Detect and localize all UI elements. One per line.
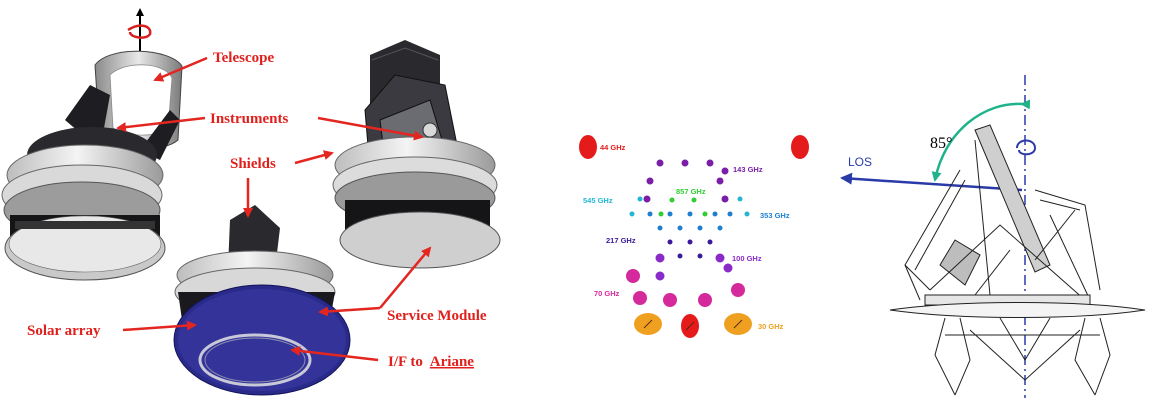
horn-70-ghz-0 xyxy=(626,269,640,283)
label-service-module-group: Service Module xyxy=(318,246,487,324)
horn-100-ghz-2 xyxy=(655,271,665,281)
horn-100-ghz-1 xyxy=(715,253,725,263)
spacecraft-wireframe xyxy=(889,124,1146,396)
horn-143-ghz-2 xyxy=(706,159,714,167)
horn-545-ghz-1 xyxy=(737,196,743,202)
label-44-ghz: 44 GHz xyxy=(600,143,626,152)
label-if-ariane-group: I/F to Ariane xyxy=(290,345,474,370)
horn-143-ghz-5 xyxy=(716,177,724,185)
horn-143-ghz-7 xyxy=(721,195,729,203)
label-telescope: Telescope xyxy=(213,50,274,66)
label-solar-array-group: Solar array xyxy=(27,320,197,339)
horn-353-ghz-7 xyxy=(697,225,703,231)
horn-353-ghz-8 xyxy=(717,225,723,231)
horn-545-ghz-2 xyxy=(629,211,635,217)
label-ariane: Ariane xyxy=(430,354,475,370)
label-solar-array: Solar array xyxy=(27,323,101,339)
pointing-diagram: 85° LOS xyxy=(840,75,1146,398)
horn-70-ghz-3 xyxy=(698,293,712,307)
horn-44-ghz-1 xyxy=(791,135,809,159)
los-arrow xyxy=(840,172,1023,192)
horn-353-ghz-0 xyxy=(647,211,653,217)
los-label: LOS xyxy=(848,155,872,169)
horn-100-ghz-0 xyxy=(655,253,665,263)
label-353-ghz: 353 GHz xyxy=(760,211,790,220)
horn-217-ghz-1 xyxy=(687,239,693,245)
horn-857-ghz-1 xyxy=(691,197,697,203)
horn-545-ghz-3 xyxy=(744,211,750,217)
horn-545-ghz-0 xyxy=(637,196,643,202)
label-instruments: Instruments xyxy=(210,111,289,127)
horn-217-ghz-2 xyxy=(707,239,713,245)
horn-143-ghz-4 xyxy=(646,177,654,185)
horn-353-ghz-6 xyxy=(677,225,683,231)
label-instruments-group: Instruments xyxy=(116,111,424,141)
horn-857-ghz-2 xyxy=(658,211,664,217)
horn-143-ghz-1 xyxy=(681,159,689,167)
label-service-module: Service Module xyxy=(387,308,487,324)
horn-353-ghz-1 xyxy=(667,211,673,217)
label-545-ghz: 545 GHz xyxy=(583,196,613,205)
horn-mark-0 xyxy=(643,319,653,329)
label-shields: Shields xyxy=(230,156,276,172)
label-143-ghz: 143 GHz xyxy=(733,165,763,174)
horn-353-ghz-4 xyxy=(727,211,733,217)
horn-mark-2 xyxy=(685,321,695,331)
label-70-ghz: 70 GHz xyxy=(594,289,620,298)
horn-143-ghz-3 xyxy=(721,167,729,175)
label-if-to: I/F to xyxy=(388,354,423,370)
horn-100-ghz-3 xyxy=(723,263,733,273)
label-857-ghz: 857 GHz xyxy=(676,187,706,196)
horn-217-ghz-3 xyxy=(677,253,683,259)
horn-70-ghz-1 xyxy=(633,291,647,305)
horn-44-ghz-0 xyxy=(579,135,597,159)
label-shields-group: Shields xyxy=(230,150,334,218)
horn-143-ghz-0 xyxy=(656,159,664,167)
horn-70-ghz-4 xyxy=(731,283,745,297)
angle-label: 85° xyxy=(930,135,952,152)
label-telescope-group: Telescope xyxy=(153,50,274,82)
label-100-ghz: 100 GHz xyxy=(732,254,762,263)
spacecraft-view-2 xyxy=(332,40,501,269)
horn-857-ghz-0 xyxy=(669,197,675,203)
horn-217-ghz-0 xyxy=(667,239,673,245)
svg-text:I/F to Ariane: I/F to Ariane xyxy=(388,354,474,370)
horn-353-ghz-2 xyxy=(687,211,693,217)
spin-rotation-icon xyxy=(1016,139,1037,156)
spacecraft-view-3 xyxy=(173,205,351,396)
angle-arc xyxy=(931,99,1031,182)
horn-353-ghz-3 xyxy=(712,211,718,217)
horn-857-ghz-3 xyxy=(702,211,708,217)
label-30-ghz: 30 GHz xyxy=(758,322,784,331)
horn-353-ghz-5 xyxy=(657,225,663,231)
horn-217-ghz-4 xyxy=(697,253,703,259)
label-217-ghz: 217 GHz xyxy=(606,236,636,245)
horn-mark-1 xyxy=(733,319,743,329)
horn-70-ghz-2 xyxy=(663,293,677,307)
horn-143-ghz-6 xyxy=(643,195,651,203)
focal-plane-layout: 44 GHz 143 GHz 857 GHz 545 GHz 353 GHz 217 GH… xyxy=(579,135,809,338)
spacecraft-view-1 xyxy=(1,8,183,281)
